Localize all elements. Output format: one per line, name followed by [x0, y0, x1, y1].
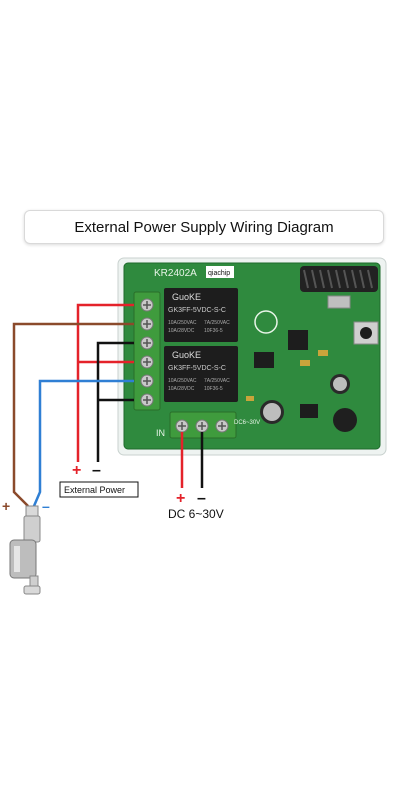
relay-1: GuoKE GK3FF-5VDC-S-C 10A/250VAC 10A/28VD… [164, 288, 238, 342]
brand-label: qiachip [208, 270, 230, 277]
relay-2-rating-2: 10A/28VDC [168, 386, 195, 392]
external-minus-wire [96, 341, 134, 462]
relay-1-rating-3: 7A/250VAC [204, 320, 230, 326]
external-plus-wire [76, 303, 134, 462]
power-input-label: IN [156, 428, 165, 438]
power-terminal-block [169, 411, 237, 439]
voltage-silkscreen: DC6~30V [234, 420, 260, 426]
diagram-title-box: External Power Supply Wiring Diagram [24, 210, 384, 244]
board-model-label: KR2402A [154, 268, 197, 279]
dc-voltage-label: DC 6~30V [168, 507, 224, 521]
relay-2-brand: GuoKE [172, 350, 201, 360]
diagram-title: External Power Supply Wiring Diagram [74, 218, 334, 236]
actuator-minus-wire [32, 379, 134, 507]
external-plus-sign: + [72, 462, 81, 479]
dc-input-wires [180, 432, 204, 488]
output-wires [12, 303, 134, 507]
external-power-label: External Power [64, 485, 125, 495]
external-power-label-box [59, 481, 139, 498]
relay-2-rating-4: 10F36-5 [204, 386, 223, 392]
linear-actuator [9, 505, 41, 595]
dc-minus-sign: – [197, 490, 206, 507]
relay-2: GuoKE GK3FF-5VDC-S-C 10A/250VAC 10A/28VD… [164, 346, 238, 402]
brand-badge [206, 266, 234, 278]
actuator-plus-wire [12, 322, 134, 507]
relay-2-model: GK3FF-5VDC-S-C [168, 365, 226, 372]
pcb-components [246, 295, 379, 432]
relay-1-brand: GuoKE [172, 292, 201, 302]
relay-2-rating-3: 7A/250VAC [204, 378, 230, 384]
output-terminal-block [133, 291, 161, 411]
relay-2-rating-1: 10A/250VAC [168, 378, 197, 384]
actuator-plus-sign: + [2, 498, 10, 514]
antenna-coil [300, 266, 378, 292]
relay-1-model: GK3FF-5VDC-S-C [168, 307, 226, 314]
dc-plus-sign: + [176, 490, 185, 507]
external-minus-sign: – [92, 462, 101, 479]
relay-1-rating-2: 10A/28VDC [168, 328, 195, 334]
relay-1-rating-4: 10F36-5 [204, 328, 223, 334]
relay-1-rating-1: 10A/250VAC [168, 320, 197, 326]
actuator-minus-sign: – [42, 498, 50, 514]
